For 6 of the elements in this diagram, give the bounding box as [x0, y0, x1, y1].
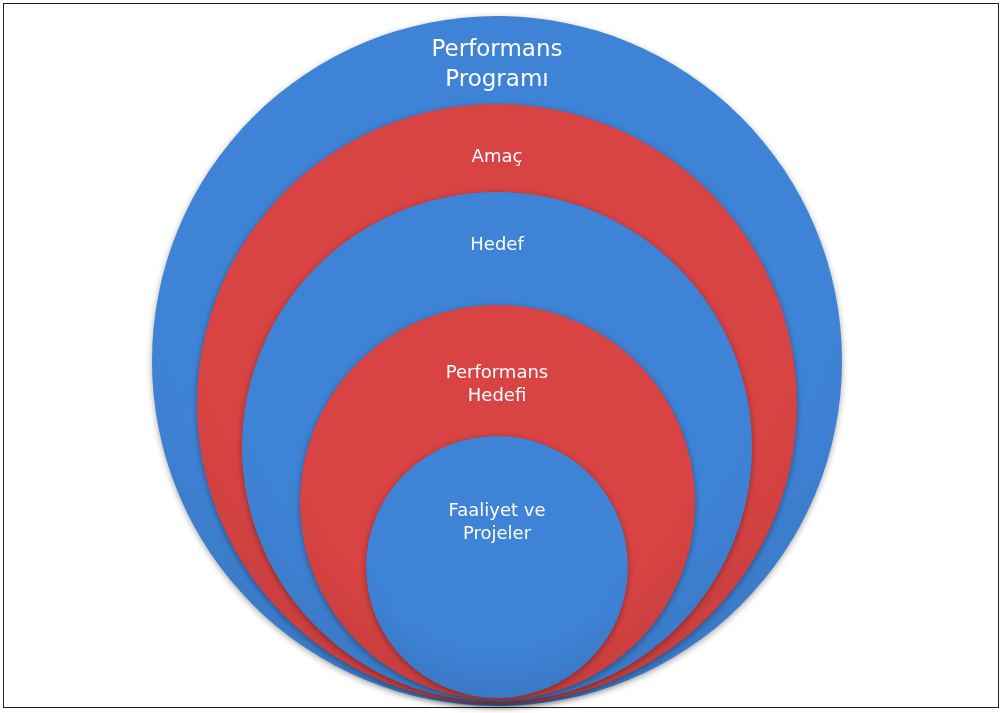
ring-label: Performans Programı [430, 34, 564, 93]
ring-label: Amaç [470, 144, 524, 168]
ring-label: Faaliyet ve Projeler [447, 498, 547, 545]
ring-label: Hedef [469, 232, 526, 256]
circle-shape [366, 436, 628, 698]
ring-label: Performans Hedefi [444, 360, 550, 407]
